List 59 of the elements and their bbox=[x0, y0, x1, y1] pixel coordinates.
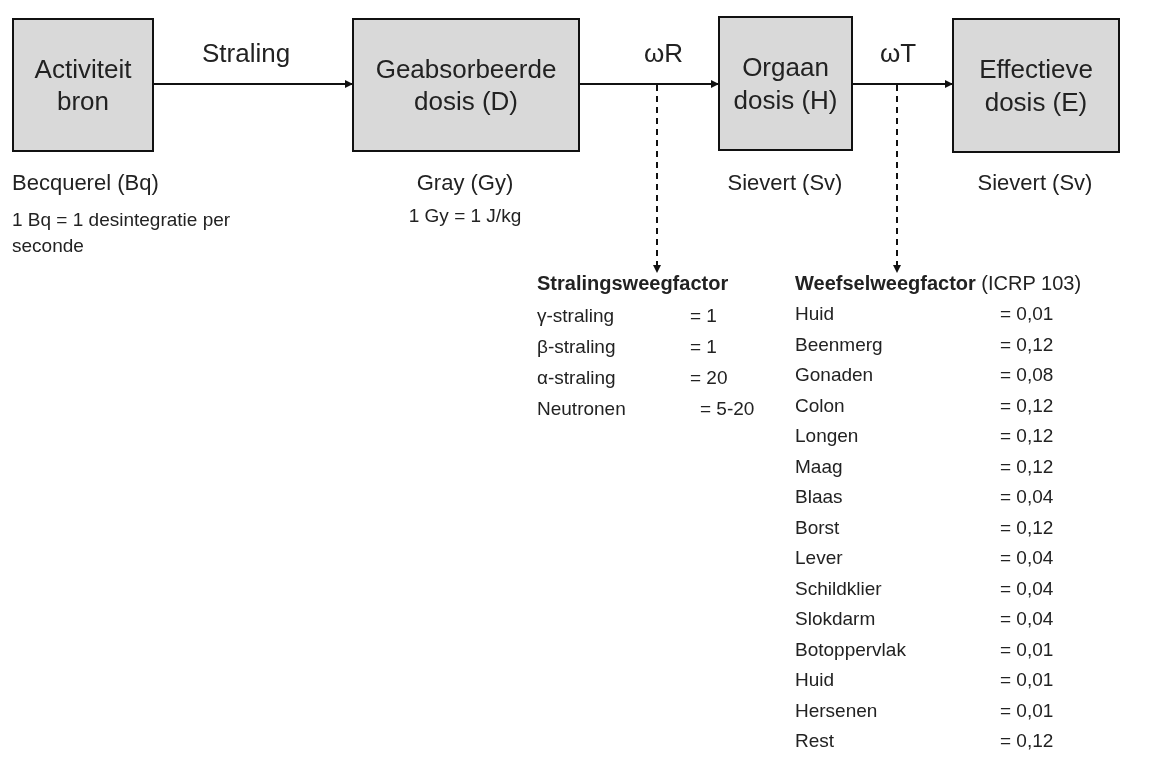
factor-name: Borst bbox=[795, 516, 840, 539]
factor-name: Hersenen bbox=[795, 699, 878, 722]
factor-value: = 0,12 bbox=[1000, 455, 1054, 478]
dashed-arrow bbox=[653, 84, 661, 273]
factor-name: Huid bbox=[795, 669, 835, 691]
factor-name: Schildklier bbox=[795, 577, 882, 600]
factor-name: Blaas bbox=[795, 486, 843, 508]
factor-value: = 0,04 bbox=[1000, 577, 1054, 600]
factor-name: Beenmerg bbox=[795, 333, 883, 356]
unit-definition: 1 Bq = 1 desintegratie per seconde bbox=[12, 208, 232, 258]
arrow bbox=[852, 80, 953, 88]
arrow bbox=[579, 80, 719, 88]
factor-value: = 0,01 bbox=[1000, 699, 1054, 722]
arrow bbox=[153, 80, 353, 88]
process-box bbox=[952, 18, 1120, 153]
factor-value: = 1 bbox=[690, 336, 717, 358]
factor-name: Gonaden bbox=[795, 364, 874, 386]
process-box bbox=[718, 16, 853, 151]
factor-name: Huid bbox=[795, 303, 835, 325]
factor-name: Longen bbox=[795, 425, 859, 447]
factor-value: = 0,08 bbox=[1000, 364, 1054, 386]
factor-name: Slokdarm bbox=[795, 608, 876, 630]
factor-value: = 20 bbox=[690, 367, 728, 389]
factor-value: = 0,12 bbox=[1000, 516, 1054, 539]
factor-value: = 0,04 bbox=[1000, 608, 1054, 630]
unit-label: Becquerel (Bq) bbox=[12, 170, 159, 196]
unit-label: Gray (Gy) bbox=[415, 170, 515, 196]
factor-value: = 0,01 bbox=[1000, 669, 1054, 691]
factor-name: Botoppervlak bbox=[795, 638, 906, 661]
factor-value: = 0,12 bbox=[1000, 333, 1054, 356]
factor-value: = 0,01 bbox=[1000, 638, 1054, 661]
factor-value: = 0,04 bbox=[1000, 486, 1054, 508]
factor-name: Neutronen bbox=[537, 398, 626, 420]
unit-definition: 1 Gy = 1 J/kg bbox=[407, 205, 523, 227]
factor-value: = 0,04 bbox=[1000, 547, 1054, 569]
factor-value: = 0,12 bbox=[1000, 394, 1054, 417]
dashed-arrow bbox=[893, 84, 901, 273]
factor-name: α-straling bbox=[537, 367, 616, 389]
unit-label: Sievert (Sv) bbox=[726, 170, 844, 196]
table-heading: Weefselweegfactor (ICRP 103) bbox=[795, 272, 1082, 295]
factor-name: γ-straling bbox=[537, 305, 615, 327]
factor-value: = 0,12 bbox=[1000, 425, 1054, 447]
box-label: Activiteit bron bbox=[33, 52, 133, 118]
factor-name: Lever bbox=[795, 547, 843, 569]
process-box bbox=[352, 18, 580, 152]
box-label: Geabsorbeerde dosis (D) bbox=[374, 52, 558, 118]
factor-name: Colon bbox=[795, 394, 845, 417]
process-box bbox=[12, 18, 154, 152]
factor-value: = 1 bbox=[690, 305, 717, 327]
box-label: Orgaan dosis (H) bbox=[732, 51, 839, 116]
table-heading: Stralingsweegfactor bbox=[537, 272, 729, 295]
factor-value: = 0,12 bbox=[1000, 730, 1054, 752]
factor-value: = 5-20 bbox=[700, 398, 755, 420]
factor-name: Rest bbox=[795, 730, 835, 752]
factor-name: β-straling bbox=[537, 336, 616, 358]
factor-value: = 0,01 bbox=[1000, 303, 1054, 325]
factor-name: Maag bbox=[795, 455, 843, 478]
box-label: Effectieve dosis (E) bbox=[978, 53, 1094, 118]
unit-label: Sievert (Sv) bbox=[976, 170, 1094, 196]
